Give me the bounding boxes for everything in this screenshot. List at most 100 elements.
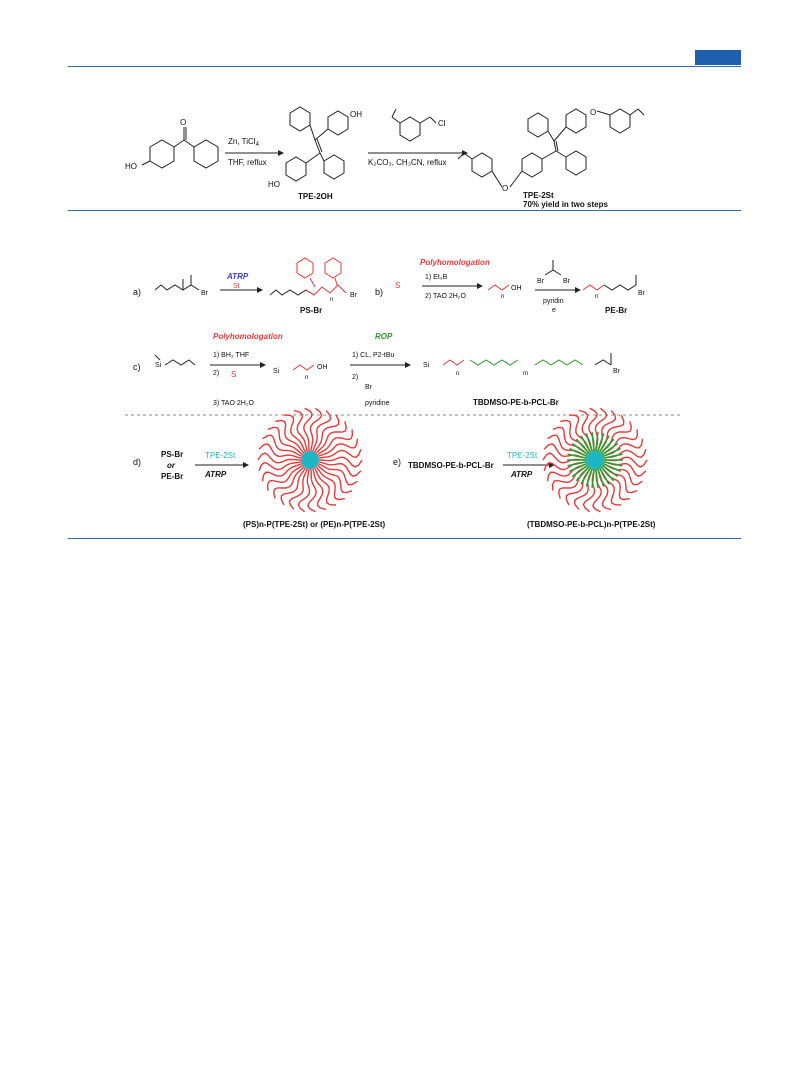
ho-label-1: HO — [125, 162, 137, 171]
route-a-method: ATRP — [226, 272, 249, 281]
route-b-step2: 2) TAO 2H₂O — [425, 293, 467, 300]
header-accent-tab — [695, 50, 741, 65]
star-polymer-pe-pcl — [542, 407, 648, 513]
star-arm — [309, 407, 323, 452]
star-inner-arm — [580, 467, 592, 485]
star-arm — [318, 461, 362, 477]
route-c-product-n: n — [456, 371, 459, 377]
star-inner-arm — [585, 433, 593, 452]
route-c-method1: Polyhomologation — [213, 332, 283, 341]
star-arm — [318, 448, 362, 459]
route-b-method: Polyhomologation — [420, 258, 490, 267]
vinylbenzyl-chloride-structure: Cl — [391, 108, 446, 142]
star-arm — [280, 467, 307, 506]
scheme1-tpe-synthesis: O HO Zn, TiCl4 THF, reflux OH HO TPE-2OH… — [125, 106, 645, 209]
route-d-method: ATRP — [204, 470, 227, 479]
star-inner-arm — [567, 453, 587, 459]
yield-label: 70% yield in two steps — [523, 200, 608, 209]
star-arm — [303, 407, 313, 452]
star-inner-arm — [567, 461, 587, 467]
route-e-reagent: TPE-2St — [507, 451, 538, 460]
route-c-rop-step2: 2) — [352, 374, 358, 381]
star-inner-arm — [601, 464, 619, 478]
route-d-label: d) — [133, 457, 141, 467]
route-e-input: TBDMSO-PE-b-PCL-Br — [408, 461, 494, 470]
route-d-product: (PS)n-P(TPE-2St) or (PE)n-P(TPE-2St) — [243, 520, 386, 529]
star-inner-arm — [591, 432, 595, 452]
star-arm — [293, 409, 308, 452]
star-arm — [283, 414, 307, 453]
route-d: d) PS-Br or PE-Br TPE-2St ATRP (PS)n-P(T… — [133, 407, 386, 529]
star-inner-arm — [602, 447, 621, 458]
route-d-input1: PS-Br — [161, 450, 183, 459]
route-d-input2: PE-Br — [161, 472, 183, 481]
star-inner-arm — [571, 442, 589, 456]
route-c-product-m: m — [523, 371, 528, 377]
hydroxybenzophenone-structure: O HO — [125, 118, 219, 171]
route-c-step3: 3) TAO 2H₂O — [213, 400, 255, 407]
route-c-rop-step1: 1) CL, P2-tBu — [352, 352, 395, 359]
route-b: b) S Polyhomologation 1) Et₃B 2) TAO 2H₂… — [375, 258, 646, 315]
route-c-step1: 1) BH₃ THF — [213, 352, 249, 359]
route-b-reagent-br1: Br — [537, 278, 545, 285]
ether-o-1: O — [590, 108, 596, 117]
scheme2-polymer-synthesis: a) Br ATRP St n Br PS-Br b) S Polyhomolo… — [125, 257, 680, 529]
star-arm — [312, 468, 327, 511]
route-b-n: n — [501, 294, 504, 300]
cl-label: Cl — [438, 119, 446, 128]
route-d-or: or — [167, 461, 176, 470]
route-d-reagent: TPE-2St — [205, 451, 236, 460]
star-arm — [257, 452, 302, 464]
route-e: e) TBDMSO-PE-b-PCL-Br TPE-2St ATRP (TBDM… — [393, 407, 656, 529]
star-arm — [261, 463, 303, 482]
route-b-product: PE-Br — [605, 306, 627, 315]
route-b-product-br: Br — [638, 290, 646, 297]
star-arm — [275, 419, 305, 454]
route-b-reagent-below2: e — [552, 307, 556, 314]
route-c-rop-br: Br — [365, 384, 373, 391]
route-b-step1: 1) Et₃B — [425, 274, 448, 281]
route-c: c) Si Polyhomologation 1) BH₃ THF 2) S 3… — [133, 332, 621, 407]
star-arm — [315, 421, 348, 454]
route-c-product-br: Br — [613, 368, 621, 375]
route-a-label: a) — [133, 287, 141, 297]
star-inner-arm — [571, 464, 589, 478]
star-inner-arm — [598, 467, 610, 485]
star-inner-arm — [597, 433, 605, 452]
star-inner-arm — [595, 432, 599, 452]
star-inner-arm — [595, 468, 599, 488]
star-arm — [316, 429, 354, 456]
star-inner-arm — [600, 466, 615, 482]
ether-o-2: O — [502, 184, 508, 193]
star-inner-arm — [597, 468, 605, 487]
header-rule — [68, 66, 741, 67]
star-arm — [316, 464, 353, 494]
star-inner-arm — [598, 435, 610, 453]
star-arm — [307, 468, 317, 513]
star-arm — [266, 464, 304, 491]
tpe-2oh-structure: OH HO TPE-2OH — [268, 106, 362, 201]
route-c-step2: 2) — [213, 370, 219, 377]
star-polymer-ps — [257, 407, 363, 513]
star-arm — [288, 468, 308, 510]
star-arm — [603, 456, 648, 468]
route-a-br: Br — [201, 290, 209, 297]
route-b-oh: OH — [511, 285, 522, 292]
route-b-reagent-br2: Br — [563, 278, 571, 285]
star-arm — [258, 443, 302, 459]
star-core — [586, 451, 604, 469]
star-inner-arm — [569, 462, 588, 473]
star-arm — [318, 456, 363, 468]
star-arm — [315, 466, 345, 501]
route-c-label: c) — [133, 362, 141, 372]
route-a-reagent: St — [233, 283, 240, 290]
star-inner-arm — [603, 453, 623, 459]
reagent-above-1: Zn, TiCl4 — [228, 137, 260, 148]
star-arm — [312, 410, 332, 452]
tpe-2oh-label: TPE-2OH — [298, 192, 333, 201]
carbonyl-o: O — [180, 118, 186, 127]
star-inner-arm — [603, 461, 623, 467]
route-b-product-n: n — [595, 294, 598, 300]
star-inner-arm — [580, 435, 592, 453]
reagent-below-1: THF, reflux — [228, 158, 267, 167]
